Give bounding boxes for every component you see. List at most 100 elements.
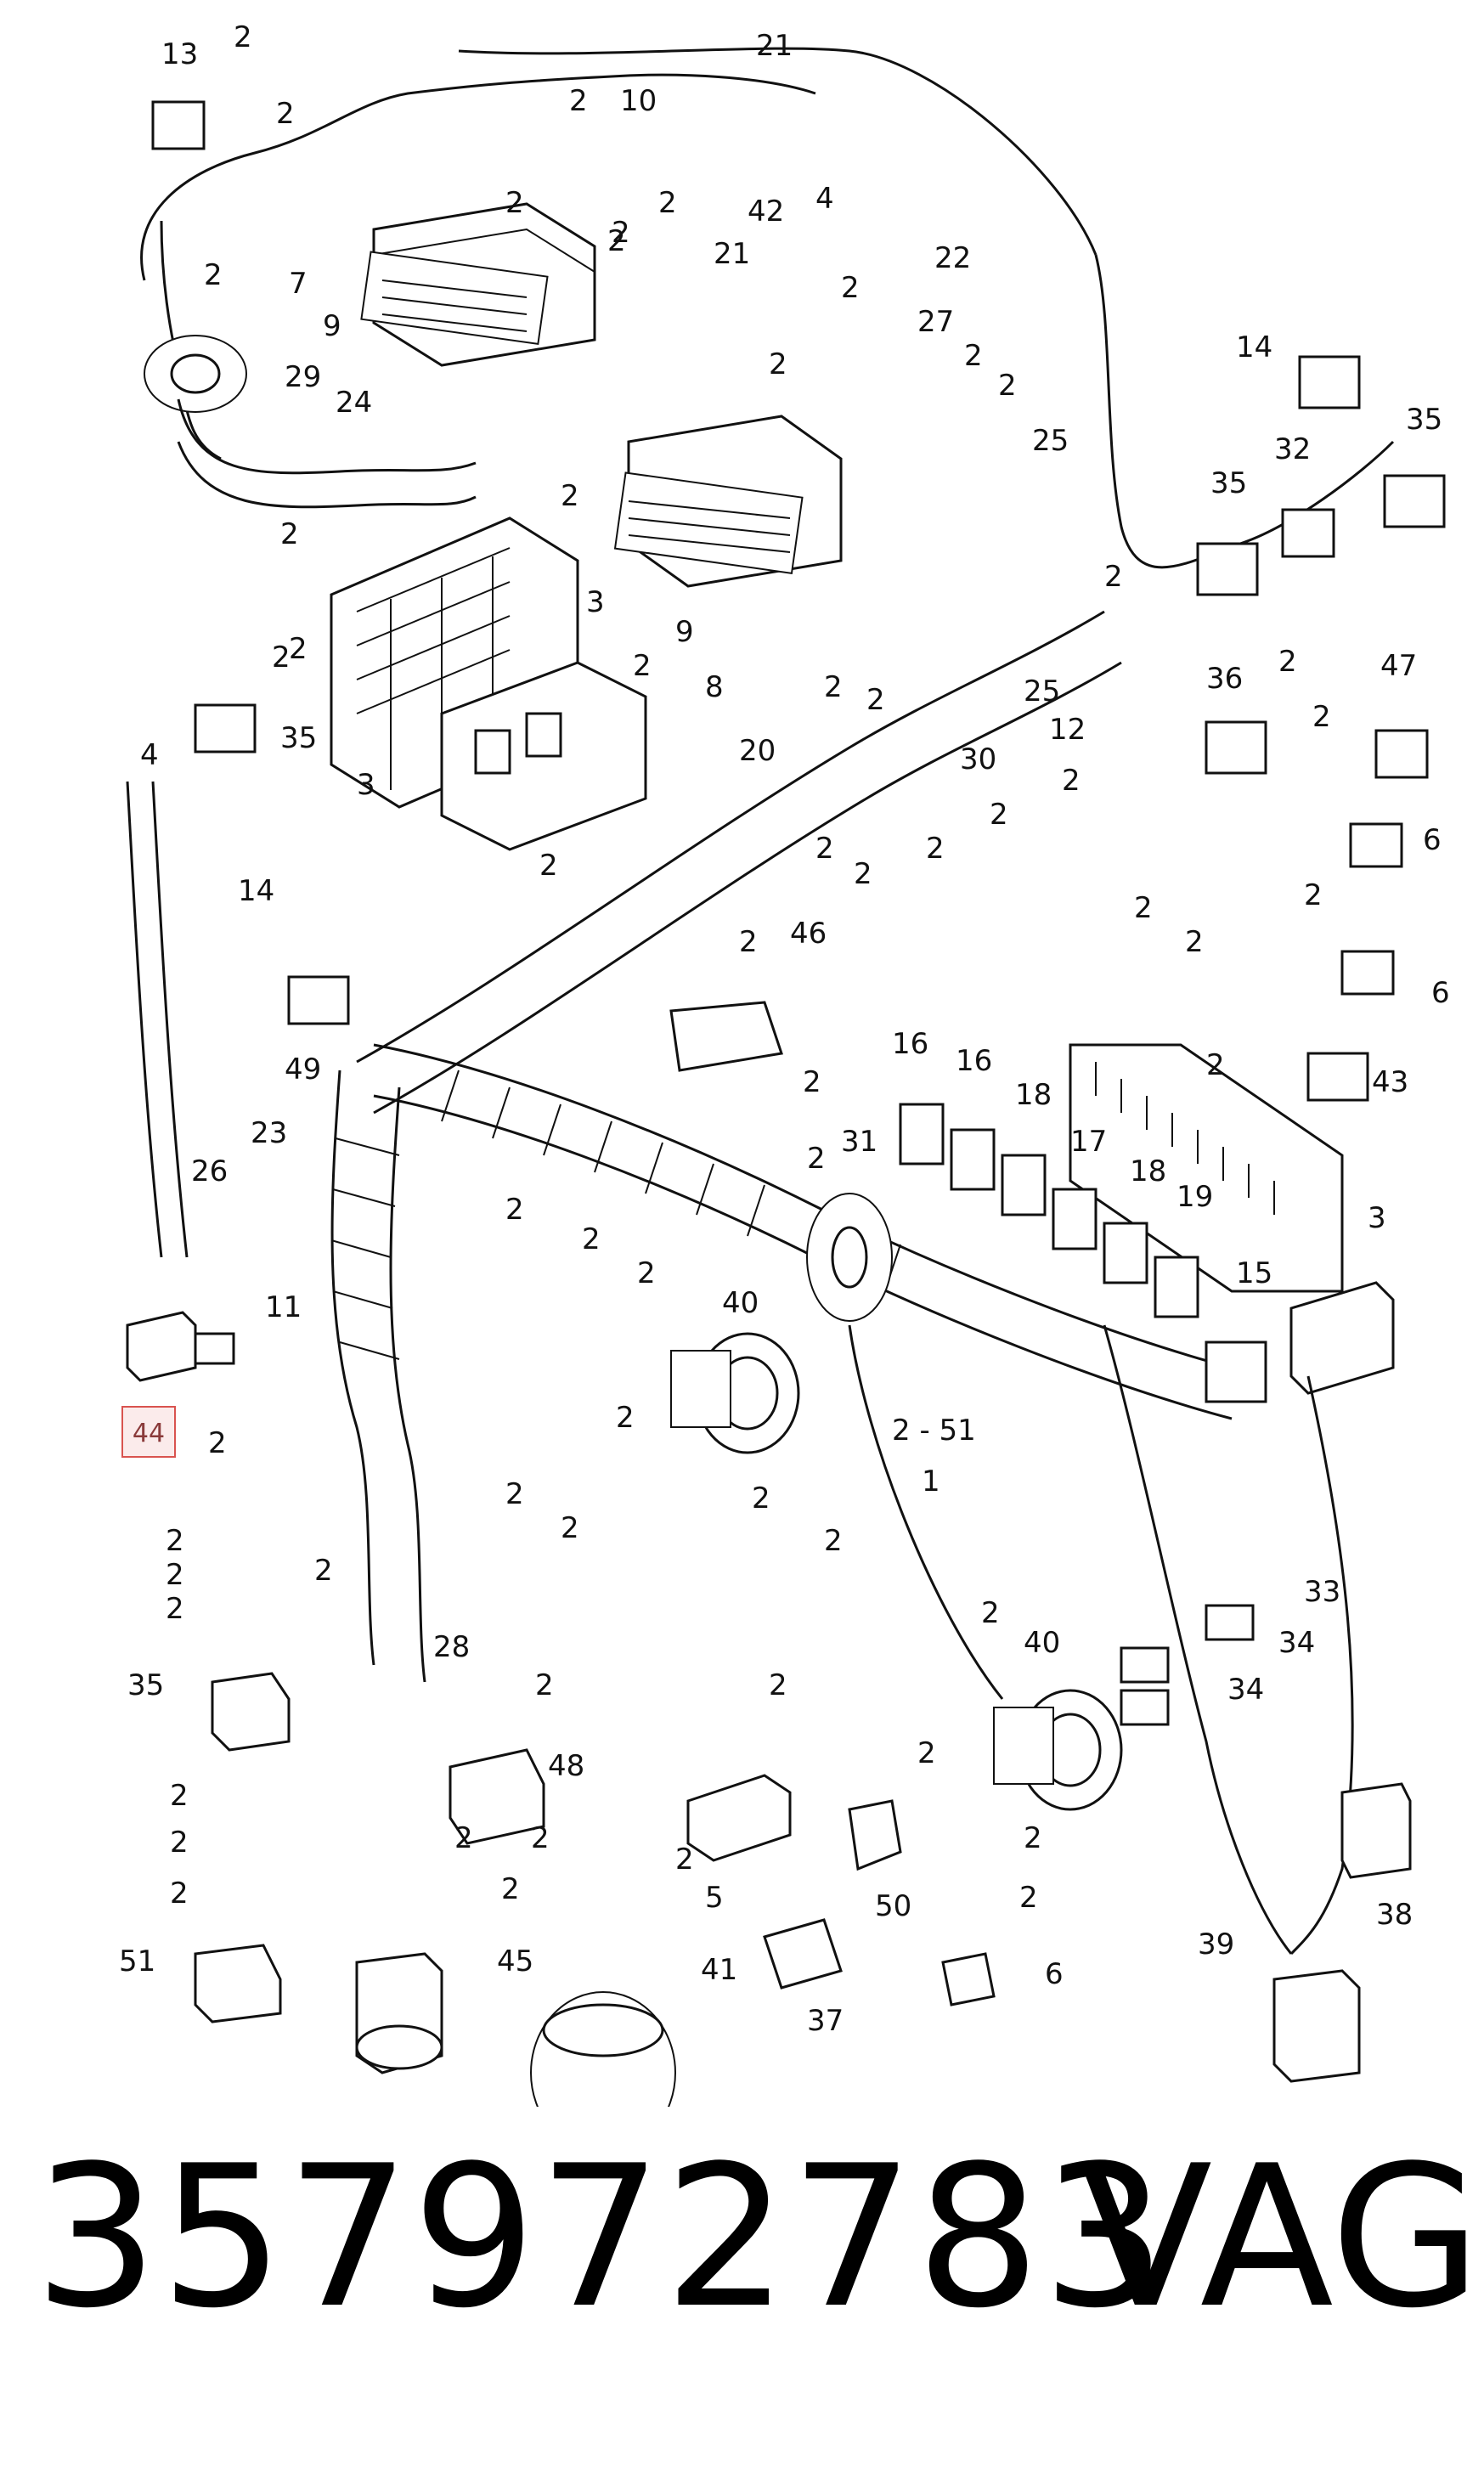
brand-name: VAG (1079, 2125, 1482, 2351)
callout-3: 3 (1368, 1201, 1386, 1235)
callout-11: 11 (265, 1290, 302, 1324)
callout-39: 39 (1198, 1927, 1234, 1961)
callout-2: 2 (824, 1524, 843, 1558)
callout-31: 31 (841, 1125, 877, 1159)
callout-47: 47 (1380, 649, 1417, 683)
callout-1: 1 (922, 1465, 940, 1498)
callout-35: 35 (1406, 403, 1442, 437)
callout-30: 30 (960, 742, 996, 776)
callout-2: 2 (569, 84, 588, 118)
callout-37: 37 (807, 2004, 844, 2038)
callout-2: 2 (658, 186, 677, 220)
callout-2-51: 2 - 51 (892, 1414, 976, 1448)
callout-48: 48 (548, 1749, 584, 1783)
callout-6: 6 (1431, 976, 1450, 1010)
wiring-harness-exploded-diagram: 13 2 2 2 2 10 21 2 2 42 2 7 9 2 4 21 22 … (119, 20, 1450, 2107)
callout-24: 24 (336, 386, 372, 420)
callout-labels: 13 2 2 2 2 10 21 2 2 42 2 7 9 2 4 21 22 … (119, 20, 1450, 2038)
callout-20: 20 (739, 734, 776, 768)
callout-2: 2 (454, 1821, 473, 1855)
callout-2: 2 (824, 670, 843, 704)
callout-2: 2 (854, 857, 872, 891)
callout-2: 2 (803, 1065, 821, 1099)
callout-2: 2 (166, 1524, 184, 1558)
harness-drawing (126, 47, 1446, 2107)
callout-35: 35 (280, 721, 317, 755)
callout-40: 40 (1024, 1626, 1060, 1660)
callout-2: 2 (633, 649, 652, 683)
callout-2: 2 (769, 347, 787, 381)
callout-2: 2 (981, 1596, 1000, 1630)
callout-2: 2 (505, 1477, 524, 1511)
callout-9: 9 (323, 309, 341, 343)
callout-32: 32 (1274, 432, 1311, 466)
callout-2: 2 (841, 271, 860, 305)
callout-2: 2 (166, 1558, 184, 1592)
callout-2: 2 (531, 1821, 550, 1855)
callout-2: 2 (752, 1482, 770, 1515)
relay-carrier (330, 516, 647, 851)
callout-2: 2 (964, 339, 983, 373)
callout-51: 51 (119, 1944, 155, 1978)
callout-22: 22 (934, 241, 971, 275)
callout-25: 25 (1024, 674, 1060, 708)
callout-34: 34 (1227, 1673, 1264, 1707)
callout-2: 2 (926, 832, 945, 866)
callout-2: 2 (170, 1826, 189, 1860)
callout-2: 2 (815, 832, 834, 866)
callout-2: 2 (739, 925, 758, 959)
callout-13: 13 (161, 37, 198, 71)
callout-2: 2 (234, 20, 252, 54)
callout-19: 19 (1176, 1180, 1213, 1214)
callout-35: 35 (127, 1668, 164, 1702)
callout-2: 2 (637, 1256, 656, 1290)
callout-2: 2 (505, 186, 524, 220)
callout-23: 23 (251, 1116, 287, 1150)
callout-2: 2 (208, 1426, 227, 1460)
callout-27: 27 (917, 305, 954, 339)
callout-2: 2 (616, 1401, 635, 1435)
callout-2: 2 (539, 849, 558, 883)
part-number: 357972783 (34, 2125, 1168, 2351)
connector-44-drawing (126, 1311, 235, 1382)
callout-2: 2 (807, 1142, 826, 1176)
callout-2: 2 (1304, 878, 1323, 912)
callout-2: 2 (1278, 645, 1297, 679)
callout-4: 4 (815, 182, 834, 216)
callout-2: 2 (998, 369, 1017, 403)
highlighted-callout-44[interactable]: 44 (121, 1406, 176, 1458)
callout-2: 2 (1019, 1881, 1038, 1915)
callout-2: 2 (505, 1193, 524, 1227)
callout-16: 16 (956, 1044, 992, 1078)
callout-2: 2 (607, 224, 626, 258)
callout-2: 2 (1312, 700, 1331, 734)
callout-2: 2 (289, 632, 308, 666)
callout-2: 2 (990, 798, 1008, 832)
callout-6: 6 (1423, 823, 1442, 857)
callout-2: 2 (170, 1779, 189, 1813)
callout-2: 2 (314, 1554, 333, 1588)
callout-2: 2 (501, 1872, 520, 1906)
callout-38: 38 (1376, 1898, 1413, 1932)
callout-2: 2 (280, 517, 299, 551)
callout-43: 43 (1372, 1065, 1408, 1099)
callout-42: 42 (748, 195, 784, 229)
callout-15: 15 (1236, 1256, 1272, 1290)
callout-9: 9 (675, 615, 694, 649)
callout-2: 2 (1024, 1821, 1042, 1855)
callout-2: 2 (272, 641, 291, 674)
callout-2: 2 (612, 216, 630, 250)
callout-4: 4 (140, 738, 159, 772)
callout-2: 2 (917, 1736, 936, 1770)
callout-26: 26 (191, 1154, 228, 1188)
callout-49: 49 (285, 1053, 321, 1086)
callout-14: 14 (1236, 330, 1272, 364)
callout-2: 2 (1062, 764, 1081, 798)
callout-18: 18 (1015, 1078, 1052, 1112)
callout-2: 2 (204, 258, 223, 292)
callout-2: 2 (769, 1668, 787, 1702)
callout-2: 2 (866, 683, 885, 717)
callout-33: 33 (1304, 1575, 1340, 1609)
callout-12: 12 (1049, 713, 1086, 747)
